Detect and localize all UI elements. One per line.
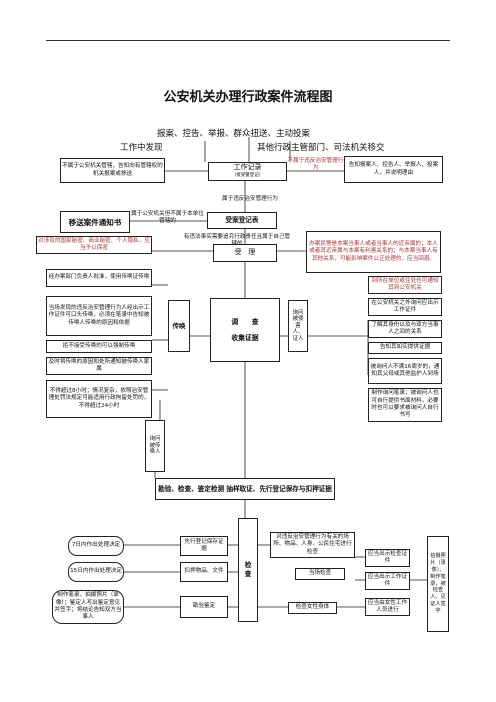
within7-box: 7日内作出处理决定	[68, 536, 124, 556]
accept-box: 受 理	[213, 244, 277, 262]
evidence-header-box: 勘验、检查、鉴定检测 抽样取证、先行登记保存与扣押证据	[155, 478, 335, 500]
avoid-rule-box: 办案民警是本案当事人或者当事人的近亲属的；本人或者其近亲属与本案有利害关系的；与…	[306, 231, 441, 273]
interrogate-mid-box: 询问被侵害人、证人	[288, 300, 308, 352]
summon-approval-box: 经办案部门负责人批准，使用传唤证传唤	[46, 269, 152, 287]
inform-victims-box: 告知报案人、控告人、举报人、投案人，并说明理由	[344, 156, 443, 183]
within15-box: 15日内作出处理决定	[68, 562, 124, 582]
work-record-box: 工作记录 （接受警登记）	[208, 162, 287, 181]
sources-line1: 报案、控告、举报、群众扭送、主动投案	[157, 129, 311, 139]
on-site-box: 当场检查	[295, 568, 345, 580]
inspect-box: 检 查	[238, 518, 258, 622]
header-rule	[46, 40, 450, 41]
transfer-notice-box: 移送案件通知书	[60, 211, 130, 233]
work-record-title: 工作记录	[233, 163, 262, 172]
place-item-0: 到所在单位或住处也可通知其到公安机关	[368, 276, 442, 294]
summon-box: 传唤	[168, 300, 190, 352]
place-item-3: 告知其如实提供证据	[368, 342, 442, 354]
female-staff-box: 应当由女性工作人员进行	[365, 598, 410, 616]
not-violation-text: 不属于违反治安管理行为	[287, 158, 344, 171]
investigation-title: 调 查	[231, 317, 259, 326]
record-rule-box: 制作询问笔录；被询问人也可自行提供书面材料，必要时也可以要求被询问人自行书写	[368, 388, 442, 422]
female-body-box: 检查女性身体	[288, 602, 337, 614]
page-title: 公安机关办理行政案件流程图	[163, 90, 333, 105]
right-photo-box: 拍摄照片（录像）、制作笔录，被检查人、见证人签字	[427, 536, 449, 632]
site-inspect-box: 对违反治安管理行为有关的场所、物品、人身、公民住宅进行检查	[270, 532, 355, 558]
time-limit-box: 不得超过8小时；情况复杂，依照治安管理处罚法规定可能适用行政拘留处罚的，不得超过…	[46, 380, 152, 418]
minor-rule-box: 被询问人不满16周岁的，通知其父母或其他监护人到场	[368, 358, 442, 384]
seize-box: 扣押物品、文件	[180, 562, 228, 582]
sources-left: 工作中发现	[120, 143, 163, 153]
interrogate-left-box: 询问被传唤人	[145, 420, 165, 472]
notify-family-box: 及时将传唤的原因和处所通知被传唤人家属	[46, 357, 152, 375]
investigation-box: 调 查 收集证据	[210, 298, 280, 362]
confidential-box: 对涉及的国家秘密、商业秘密、个人隐私，应当予以保密	[36, 236, 152, 254]
place-item-1: 在公安机关之外询问应出示工作证件	[368, 298, 442, 316]
sources-right: 其他行政主管部门、司法机关移交	[257, 143, 385, 153]
belongs-violation-text: 属于违反治安管理行为	[222, 196, 278, 202]
investigation-sub: 收集证据	[231, 334, 259, 342]
pre-register-box: 先行登记保存证据	[180, 536, 228, 556]
not-jurisdiction-box: 不属于公安机关管辖，告知向有管辖权的机关报案或移送	[60, 158, 165, 183]
summon-verbal-box: 当场发现的违反治安管理行为人经出示工作证件可口头传唤，必须在笔录中告知被传唤人传…	[46, 296, 152, 336]
register-form-box: 受案登记表	[207, 212, 277, 229]
show-cert2-box: 应当出示工作证件	[365, 572, 410, 590]
place-item-2: 了解其身份以及与双方当事人之间的关系	[368, 320, 442, 338]
inspection-lab-box: 勘验鉴定	[180, 596, 228, 618]
refuse-summon-box: 拒不接受传唤的可以强制传唤	[46, 340, 152, 353]
work-record-note: （接受警登记）	[231, 172, 264, 178]
photo-record-box: 制作笔录、拍摄照片（录像）；鉴定人写出鉴定意见并签字；将结论告知双方当事人	[52, 590, 124, 624]
belongs-public-security-text: 属于公安机关但不属于本单位管辖的	[131, 211, 204, 224]
show-cert1-box: 应当出示检查证件	[365, 549, 410, 567]
